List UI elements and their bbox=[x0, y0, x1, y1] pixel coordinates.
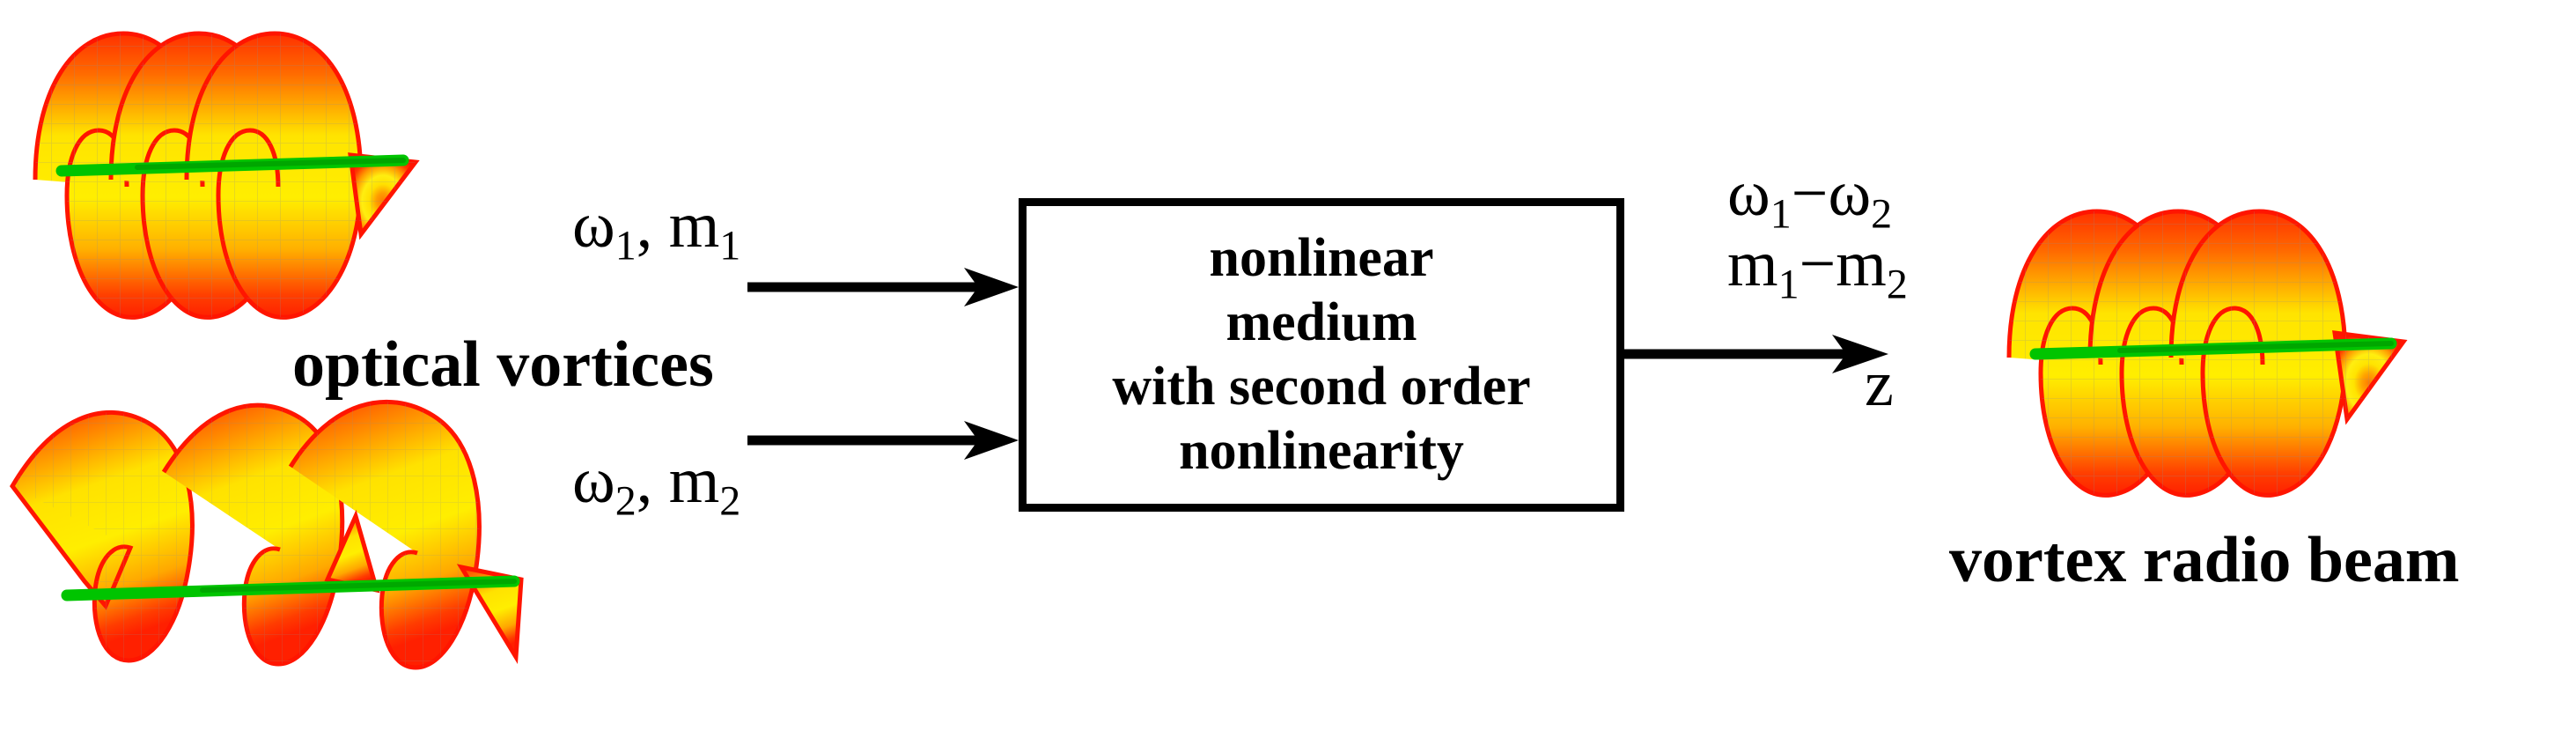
m-1-symbol: m bbox=[668, 189, 720, 262]
label-separator-2: , bbox=[636, 445, 669, 517]
output-m-2: m bbox=[1836, 228, 1887, 300]
helicoid-svg-3 bbox=[2006, 209, 2408, 498]
output-m-1: m bbox=[1727, 228, 1778, 300]
optical-vortices-caption: optical vortices bbox=[292, 328, 714, 401]
medium-line-2: medium bbox=[1225, 292, 1417, 352]
output-minus-sign-2: − bbox=[1799, 228, 1836, 300]
output-m-2-sub: 2 bbox=[1886, 261, 1908, 308]
input-arrow-2 bbox=[744, 414, 1026, 467]
propagation-axis-label: z bbox=[1865, 348, 1894, 420]
output-omega-1-sub: 1 bbox=[1770, 190, 1792, 238]
label-separator-1: , bbox=[636, 189, 669, 262]
output-charge-label: m1−m2 bbox=[1727, 228, 1908, 308]
optical-vortex-2-graphic bbox=[0, 370, 546, 738]
helicoid-svg-1 bbox=[33, 31, 420, 320]
omega-1-symbol: ω bbox=[572, 189, 615, 262]
vortex-radio-beam-caption: vortex radio beam bbox=[1949, 524, 2460, 596]
vortex-radio-beam-graphic bbox=[1979, 185, 2525, 537]
medium-line-1: nonlinear bbox=[1209, 227, 1434, 288]
omega-2-subscript: 2 bbox=[615, 477, 637, 525]
m-1-subscript: 1 bbox=[719, 222, 741, 269]
medium-line-3: with second order bbox=[1112, 357, 1531, 417]
arrow-right-icon bbox=[747, 268, 1019, 306]
nonlinear-medium-box: nonlinear medium with second order nonli… bbox=[1019, 198, 1624, 512]
input-beam-1-label: ω1, m1 bbox=[572, 189, 741, 269]
output-m-1-sub: 1 bbox=[1777, 261, 1800, 308]
output-minus-sign-1: − bbox=[1791, 158, 1829, 230]
optical-vortex-1-graphic bbox=[5, 7, 542, 359]
arrow-right-icon bbox=[1624, 335, 1888, 373]
m-2-subscript: 2 bbox=[719, 477, 741, 525]
input-beam-2-label: ω2, m2 bbox=[572, 445, 741, 525]
m-2-symbol: m bbox=[668, 445, 720, 517]
input-arrow-1 bbox=[744, 261, 1026, 314]
helicoid-svg-2 bbox=[9, 399, 524, 670]
arrow-right-icon bbox=[747, 421, 1019, 460]
omega-2-symbol: ω bbox=[572, 445, 615, 517]
output-arrow bbox=[1624, 328, 1899, 380]
output-omega-2-sub: 2 bbox=[1871, 190, 1893, 238]
output-omega-2: ω bbox=[1828, 158, 1872, 230]
omega-1-subscript: 1 bbox=[615, 222, 637, 269]
output-omega-1: ω bbox=[1727, 158, 1770, 230]
medium-line-4: nonlinearity bbox=[1179, 421, 1464, 482]
output-frequency-label: ω1−ω2 bbox=[1727, 158, 1893, 238]
